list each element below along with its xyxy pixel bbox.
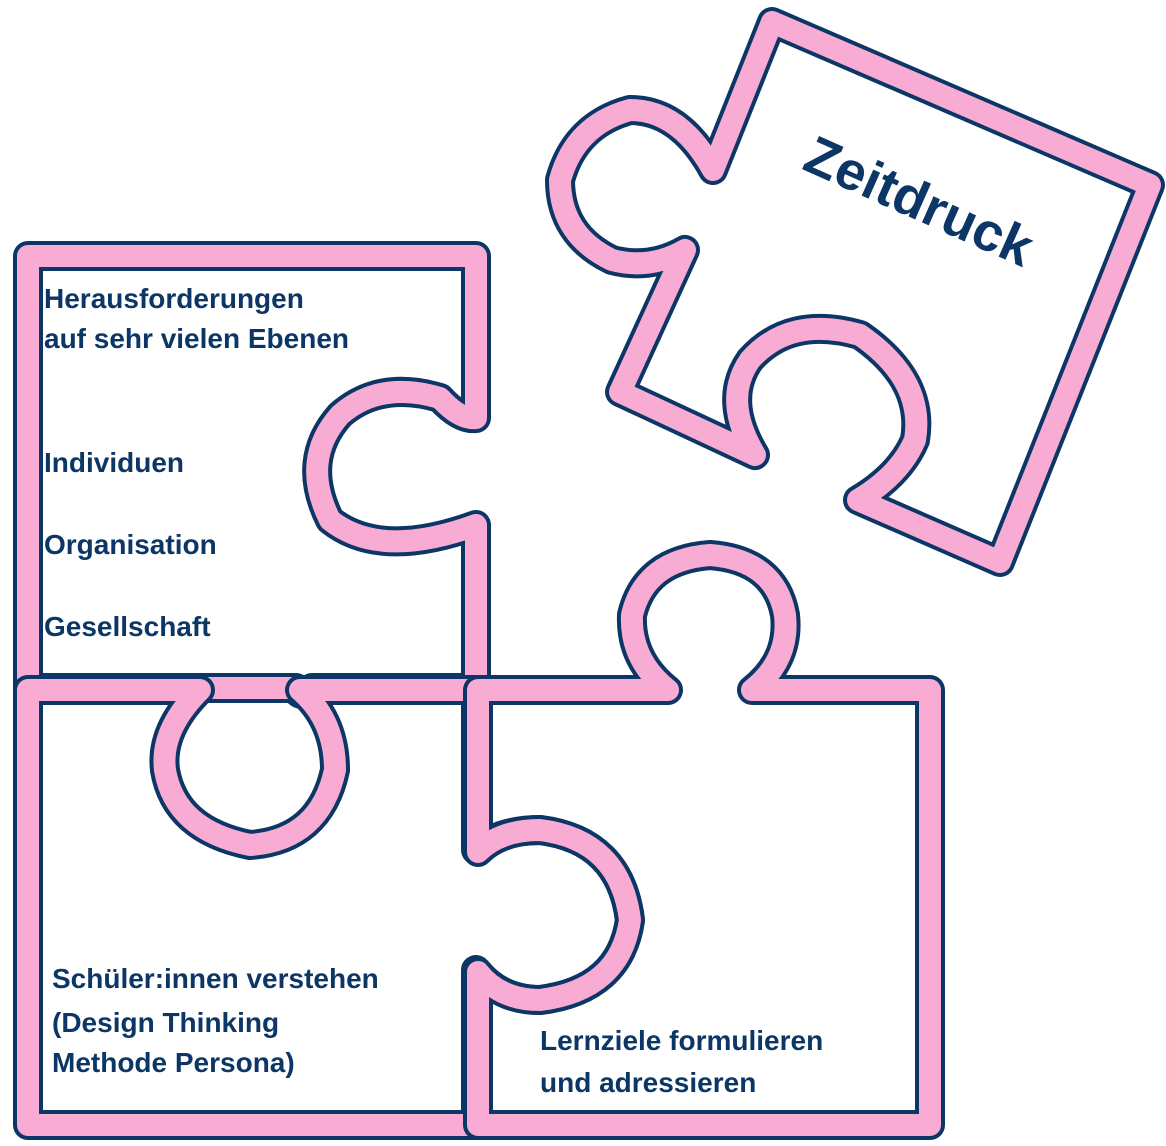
bottom-left-line-2: (Design Thinking bbox=[52, 1007, 280, 1038]
item-individuen: Individuen bbox=[44, 447, 184, 478]
bottom-left-line-1: Schüler:innen verstehen bbox=[52, 963, 379, 994]
item-gesellschaft: Gesellschaft bbox=[44, 611, 211, 642]
bottom-right-line-1: Lernziele formulieren bbox=[540, 1025, 824, 1056]
heading-line-2: auf sehr vielen Ebenen bbox=[44, 323, 349, 354]
bottom-left-line-3: Methode Persona) bbox=[52, 1047, 295, 1078]
item-organisation: Organisation bbox=[44, 529, 217, 560]
puzzle-piece-bottom-right bbox=[463, 540, 945, 1140]
heading-line-1: Herausforderungen bbox=[44, 283, 304, 314]
bottom-right-line-2: und adressieren bbox=[540, 1067, 757, 1098]
puzzle-piece-floating bbox=[545, 7, 1165, 577]
